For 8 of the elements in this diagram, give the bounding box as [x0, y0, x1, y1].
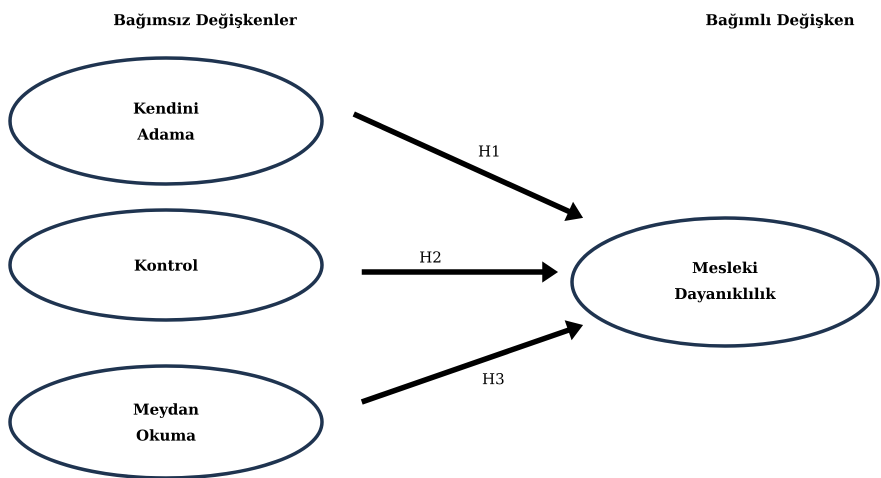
ellipse-node: Mesleki Dayanıklılık [570, 216, 880, 348]
edge-label: H3 [482, 373, 504, 384]
edge-label: H1 [478, 145, 499, 156]
heading: Bağımsız Değişkenler [114, 14, 297, 28]
ellipse-node: Kendini Adama [8, 56, 324, 186]
ellipse-node: Kontrol [8, 208, 324, 322]
heading: Bağımlı Değişken [706, 14, 854, 28]
edge-label: H2 [420, 251, 440, 262]
